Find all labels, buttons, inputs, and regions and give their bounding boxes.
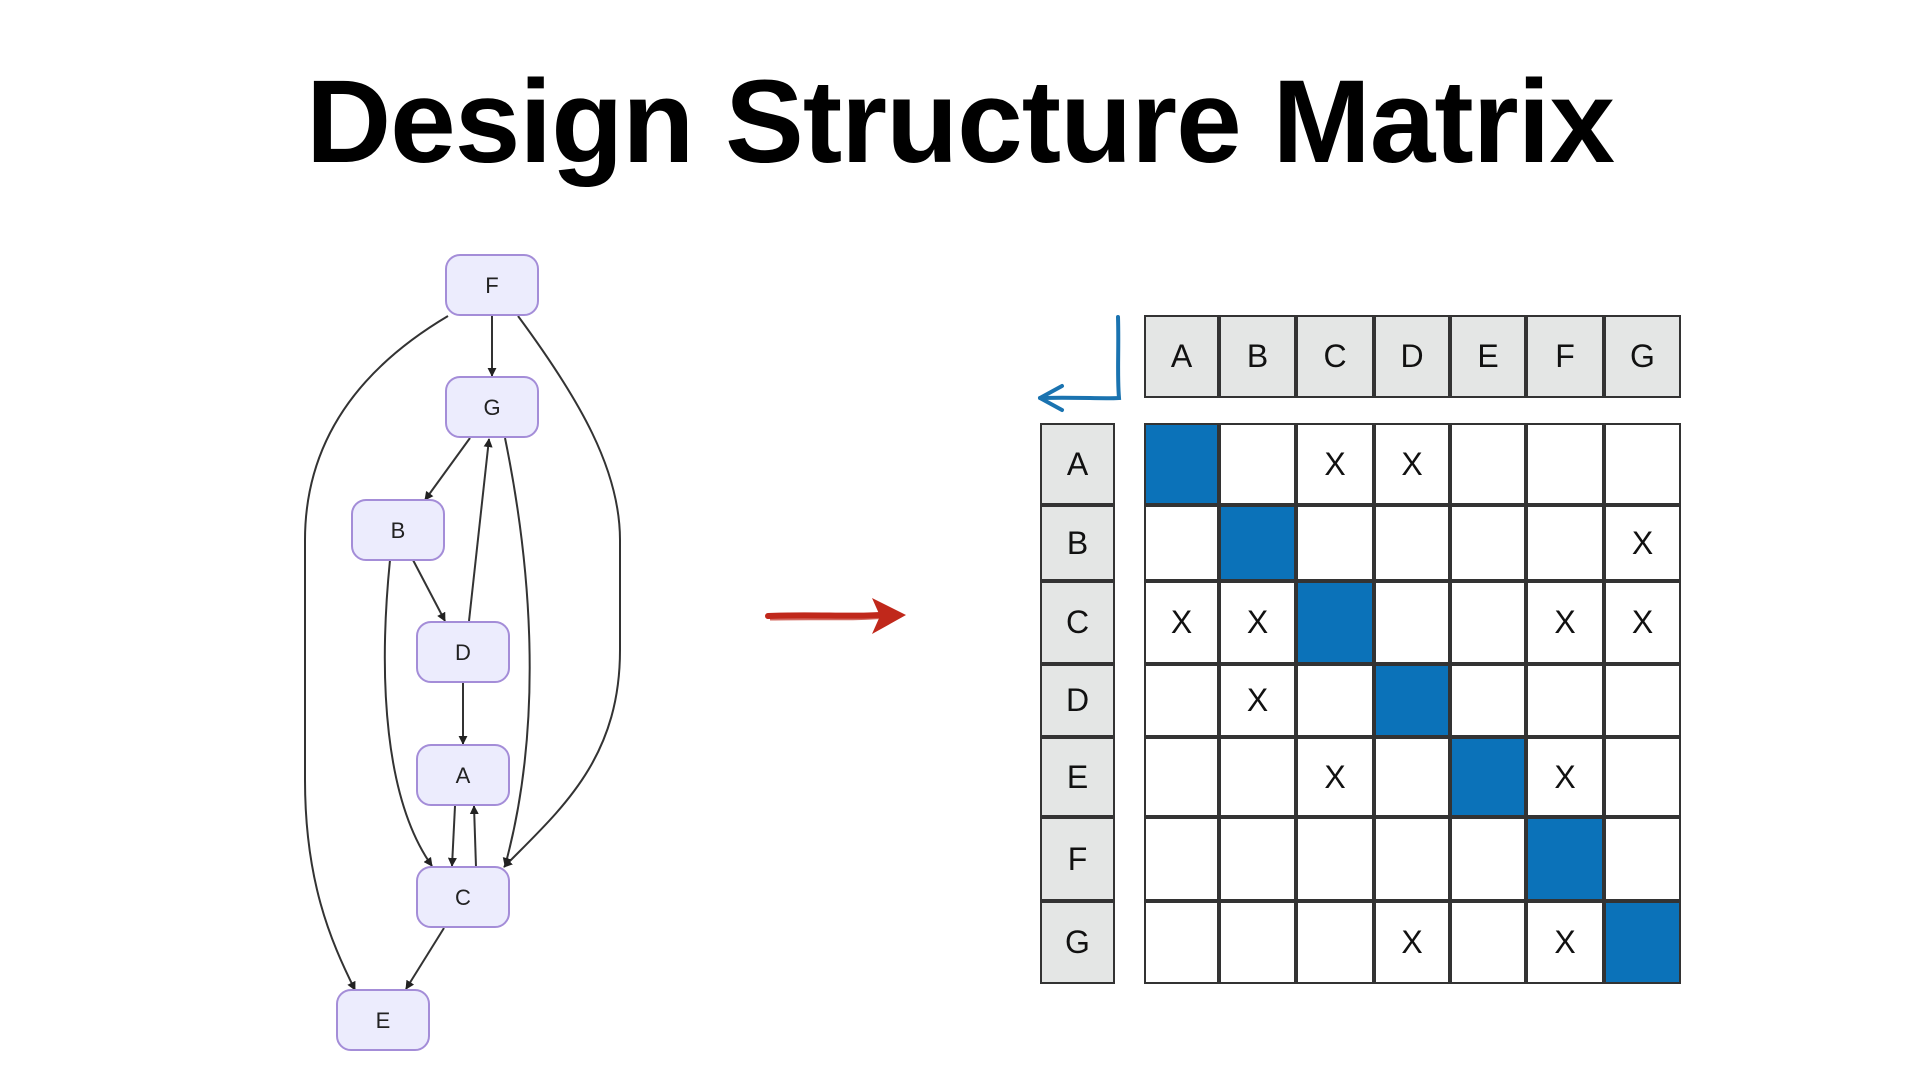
empty-cell: [1219, 423, 1296, 505]
edge-g-to-c: [502, 437, 531, 867]
row-header-c: C: [1040, 581, 1115, 664]
dependency-mark-cell: X: [1374, 901, 1450, 984]
dependency-mark-cell: X: [1374, 423, 1450, 505]
row-header-e: E: [1040, 737, 1115, 817]
empty-cell: [1604, 817, 1681, 901]
row-header-a: A: [1040, 423, 1115, 505]
graph-node-label: G: [483, 395, 500, 420]
column-header-a: A: [1144, 315, 1219, 398]
column-header-d: D: [1374, 315, 1450, 398]
diagonal-cell: [1144, 423, 1219, 505]
graph-node-label: C: [455, 885, 471, 910]
empty-cell: [1526, 423, 1604, 505]
empty-cell: [1604, 423, 1681, 505]
empty-cell: [1296, 664, 1374, 737]
empty-cell: [1450, 664, 1526, 737]
empty-cell: [1604, 737, 1681, 817]
dependency-mark-cell: X: [1604, 581, 1681, 664]
empty-cell: [1526, 505, 1604, 581]
dependency-mark-cell: X: [1219, 581, 1296, 664]
empty-cell: [1450, 423, 1526, 505]
dependency-mark-cell: X: [1296, 423, 1374, 505]
column-header-c: C: [1296, 315, 1374, 398]
empty-cell: [1144, 901, 1219, 984]
dependency-mark-cell: X: [1604, 505, 1681, 581]
column-header-g: G: [1604, 315, 1681, 398]
graph-node-label: E: [376, 1008, 391, 1033]
diagonal-cell: [1219, 505, 1296, 581]
empty-cell: [1450, 581, 1526, 664]
empty-cell: [1374, 581, 1450, 664]
dependency-mark-cell: X: [1219, 664, 1296, 737]
row-header-b: B: [1040, 505, 1115, 581]
edge-b-to-c: [383, 559, 433, 867]
corner-arrow-icon: [1038, 315, 1122, 412]
empty-cell: [1144, 817, 1219, 901]
empty-cell: [1219, 817, 1296, 901]
right-arrow-icon: [765, 598, 906, 634]
empty-cell: [1604, 664, 1681, 737]
empty-cell: [1219, 901, 1296, 984]
edge-f-to-e: [304, 315, 449, 991]
diagonal-cell: [1526, 817, 1604, 901]
empty-cell: [1450, 901, 1526, 984]
empty-cell: [1296, 817, 1374, 901]
empty-cell: [1144, 737, 1219, 817]
edge-d-to-g: [468, 438, 493, 622]
edge-b-to-d: [412, 559, 446, 622]
dependency-mark-cell: X: [1526, 737, 1604, 817]
graph-node-f: F: [445, 254, 539, 316]
graph-node-b: B: [351, 499, 445, 561]
row-header-f: F: [1040, 817, 1115, 901]
edge-c-to-e: [405, 927, 445, 990]
graph-node-label: A: [456, 763, 471, 788]
graph-node-c: C: [416, 866, 510, 928]
edge-f-to-c: [503, 315, 621, 868]
graph-node-d: D: [416, 621, 510, 683]
diagonal-cell: [1296, 581, 1374, 664]
graph-node-label: B: [391, 518, 406, 543]
empty-cell: [1450, 817, 1526, 901]
empty-cell: [1374, 505, 1450, 581]
empty-cell: [1296, 505, 1374, 581]
empty-cell: [1374, 817, 1450, 901]
dependency-mark-cell: X: [1144, 581, 1219, 664]
edge-g-to-b: [424, 437, 471, 501]
empty-cell: [1144, 664, 1219, 737]
graph-node-e: E: [336, 989, 430, 1051]
diagonal-cell: [1604, 901, 1681, 984]
column-header-f: F: [1526, 315, 1604, 398]
slide-title: Design Structure Matrix: [305, 56, 1615, 188]
column-header-b: B: [1219, 315, 1296, 398]
empty-cell: [1296, 901, 1374, 984]
graph-node-label: F: [485, 273, 498, 298]
empty-cell: [1144, 505, 1219, 581]
empty-cell: [1526, 664, 1604, 737]
empty-cell: [1374, 737, 1450, 817]
empty-cell: [1219, 737, 1296, 817]
diagonal-cell: [1374, 664, 1450, 737]
edge-c-to-a: [469, 805, 479, 868]
dependency-mark-cell: X: [1526, 901, 1604, 984]
graph-node-label: D: [455, 640, 471, 665]
edge-a-to-c: [447, 805, 457, 867]
diagonal-cell: [1450, 737, 1526, 817]
row-header-d: D: [1040, 664, 1115, 737]
dependency-mark-cell: X: [1296, 737, 1374, 817]
graph-node-a: A: [416, 744, 510, 806]
empty-cell: [1450, 505, 1526, 581]
graph-node-g: G: [445, 376, 539, 438]
row-header-g: G: [1040, 901, 1115, 984]
column-header-e: E: [1450, 315, 1526, 398]
dependency-mark-cell: X: [1526, 581, 1604, 664]
